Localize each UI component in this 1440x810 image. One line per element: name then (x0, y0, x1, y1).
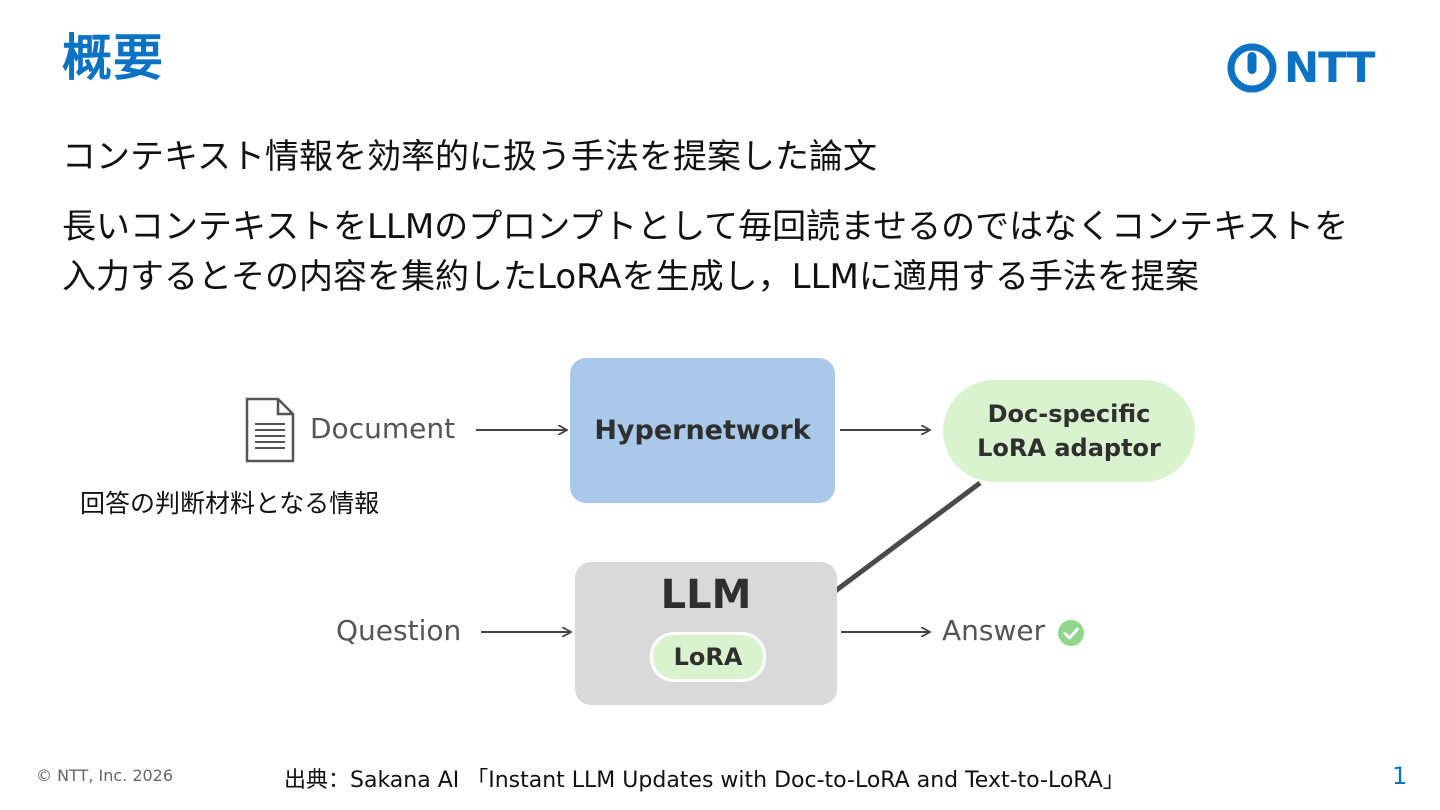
footer-source: 出典：Sakana AI 「Instant LLM Updates with D… (284, 768, 1125, 793)
question-label: Question (336, 614, 462, 647)
ntt-logo-mark-icon (1227, 43, 1277, 93)
check-circle-icon (1058, 620, 1084, 646)
ntt-logo: NTT (1226, 40, 1386, 96)
doc-specific-lora-adaptor: Doc-specific LoRA adaptor (943, 380, 1195, 482)
footer-copyright: © NTT, Inc. 2026 (36, 766, 174, 785)
ntt-logo-text: NTT (1284, 43, 1375, 92)
document-label: Document (310, 412, 456, 445)
slide-title: 概要 (62, 29, 164, 87)
lora-pill: LoRA (650, 632, 766, 682)
adaptor-label-line2: LoRA adaptor (977, 434, 1161, 462)
llm-box: LLM LoRA (575, 562, 837, 705)
adaptor-label-line1: Doc-specific (987, 400, 1151, 428)
answer-label: Answer (942, 614, 1046, 647)
document-icon (245, 397, 295, 463)
document-caption: 回答の判断材料となる情報 (80, 489, 380, 518)
method-diagram: Document Hypernetwork Doc-specific LoRA … (200, 350, 1220, 720)
hypernetwork-box: Hypernetwork (570, 358, 835, 503)
bullet-method: 長いコンテキストをLLMのプロンプトとして毎回読ませるのではなくコンテキストを入… (62, 207, 1349, 297)
page-number: 1 (1392, 762, 1408, 790)
llm-label: LLM (660, 572, 752, 618)
bullet-summary: コンテキスト情報を効率的に扱う手法を提案した論文 (62, 137, 877, 177)
